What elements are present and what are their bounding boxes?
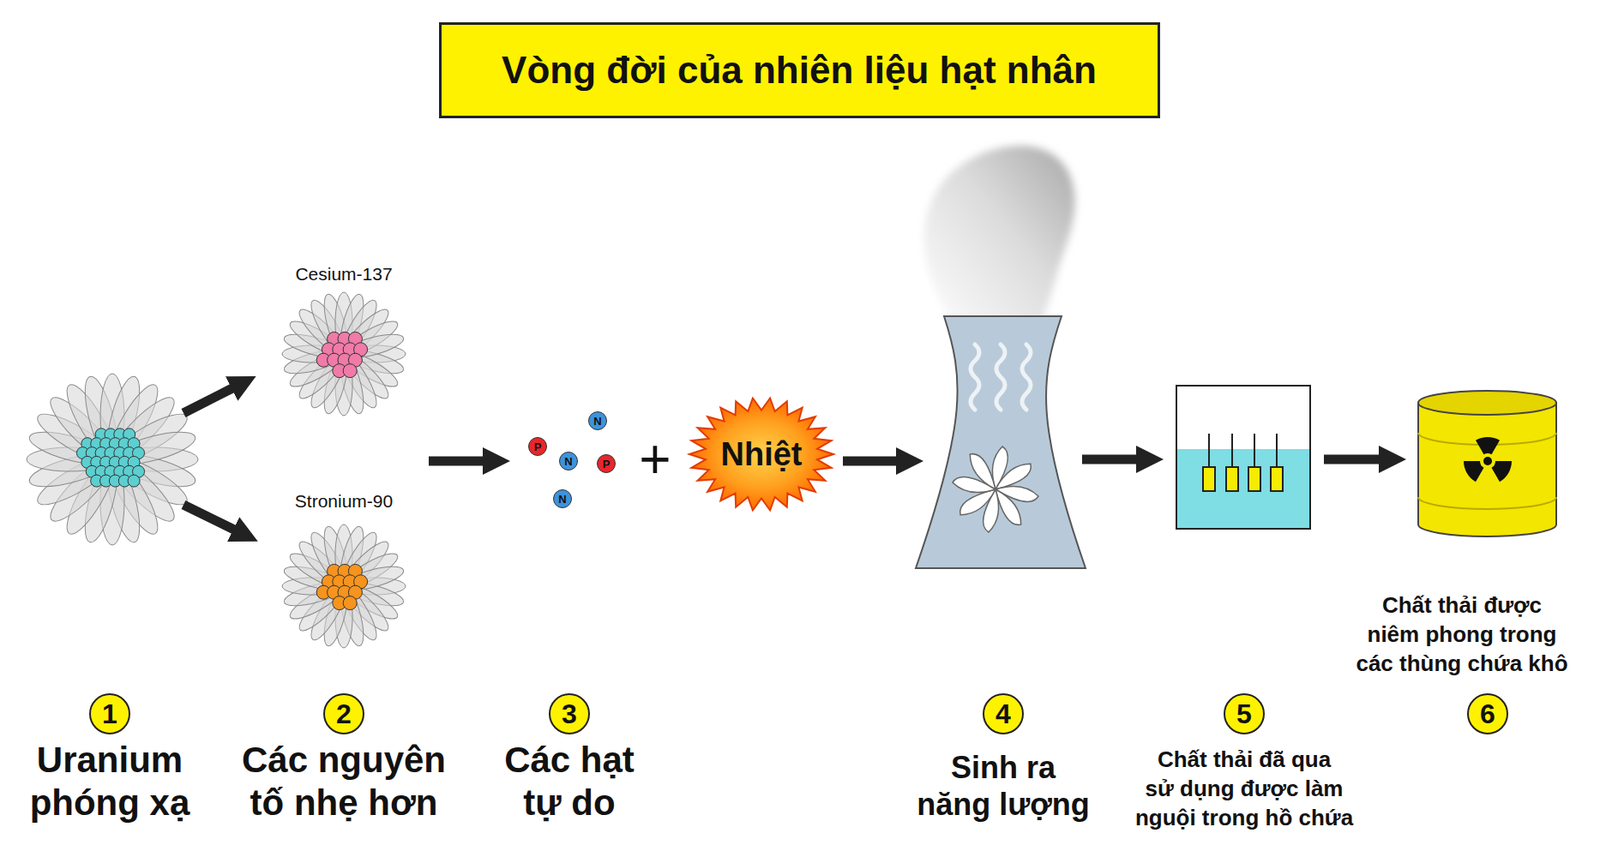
- step-caption: Sinh ra năng lượng: [913, 749, 1094, 824]
- radiation-core: [1483, 457, 1492, 466]
- node-label: Nhiệt: [721, 438, 803, 471]
- cooling-tower: [915, 316, 1086, 569]
- steam-waves: [970, 344, 1031, 410]
- element-name: Cesium-137: [258, 262, 430, 286]
- particle: N: [553, 489, 572, 509]
- callout-number: 2: [323, 693, 365, 735]
- barrel-bands: [1418, 433, 1557, 510]
- node-label: P: [602, 458, 611, 470]
- node-label: N: [558, 493, 566, 506]
- step-caption: Các nguyên tố nhẹ hơn: [198, 739, 490, 826]
- callout-number-text: 5: [1236, 700, 1252, 728]
- plus-sign: +: [629, 432, 681, 488]
- callout-number: 1: [89, 693, 131, 735]
- step-caption: Chất thải được niêm phong trong các thùn…: [1333, 591, 1591, 679]
- callout-number-text: 2: [336, 700, 352, 728]
- callout-number-text: 6: [1479, 700, 1496, 728]
- strontium-atom: [282, 524, 406, 649]
- node-label: P: [534, 441, 542, 453]
- heat-burst: Nhiệt: [687, 396, 836, 513]
- particle: P: [596, 454, 616, 474]
- step-caption: Các hạt tự do: [487, 739, 651, 826]
- particle: N: [559, 451, 578, 471]
- radiation-blade: [1475, 437, 1500, 455]
- fan-blade: [962, 450, 1005, 492]
- callout-number-text: 1: [102, 700, 118, 728]
- callout-number-text: 3: [561, 700, 578, 728]
- title-box: Vòng đời của nhiên liệu hạt nhân: [439, 22, 1161, 119]
- pool-tank: [1176, 385, 1311, 530]
- burst-outline: [689, 398, 834, 512]
- title: Vòng đời của nhiên liệu hạt nhân: [501, 48, 1097, 92]
- particle: P: [528, 437, 548, 457]
- turbine-fan: [952, 446, 1039, 533]
- callout-number: 4: [982, 693, 1024, 735]
- step-caption: Uranium phóng xạ: [6, 739, 213, 826]
- nucleon: [342, 596, 357, 611]
- uranium-atom: [26, 373, 199, 546]
- callout-number: 3: [548, 693, 590, 735]
- particle: N: [588, 411, 608, 431]
- barrel-top: [1418, 390, 1557, 416]
- callout-number: 5: [1223, 693, 1265, 735]
- nucleon: [127, 475, 140, 488]
- pool-water: [1177, 449, 1310, 529]
- callout-number: 6: [1467, 693, 1509, 735]
- radiation-blade: [1491, 461, 1513, 482]
- radiation-blade: [1463, 461, 1485, 482]
- cesium-atom: [282, 292, 406, 416]
- barrel-body: [1418, 403, 1557, 537]
- node-label: N: [593, 415, 602, 428]
- step-caption: Chất thải đã qua sử dụng được làm nguội …: [1094, 745, 1395, 833]
- orbital-petal: [108, 426, 199, 472]
- callout-number-text: 4: [995, 700, 1011, 728]
- nucleon: [342, 364, 357, 379]
- node-label: N: [564, 456, 572, 468]
- fuel-rods: [1203, 433, 1283, 492]
- element-name: Stronium-90: [258, 489, 430, 513]
- steam-cloud: [924, 145, 1076, 331]
- radiation-symbol: [1463, 437, 1512, 482]
